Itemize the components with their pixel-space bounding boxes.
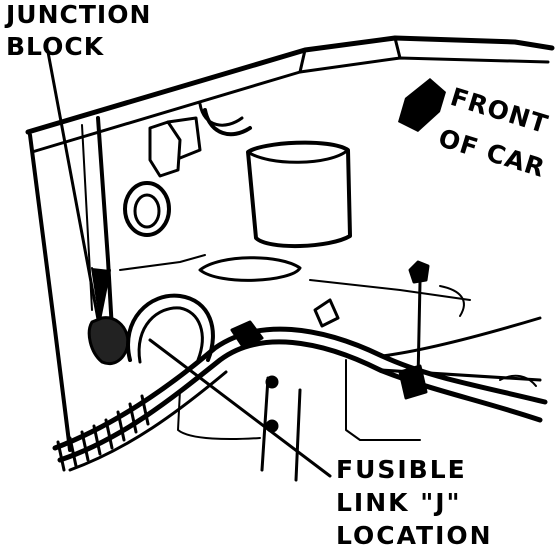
junction-block-label-line1: JUNCTION	[6, 0, 152, 29]
fusible-link-label-line3: LOCATION	[336, 521, 493, 546]
ground-bolt	[408, 260, 430, 284]
left-strut	[28, 133, 72, 452]
junction-block-label-line2: BLOCK	[6, 32, 105, 61]
fusible-link-pointer	[148, 338, 332, 478]
fusible-link-label-line1: FUSIBLE	[336, 455, 467, 484]
junction-block-pointer	[46, 50, 102, 332]
fluid-reservoir	[246, 140, 352, 249]
cowl-inner-edge	[30, 56, 550, 154]
wiring-harness	[52, 316, 548, 472]
arrow-pointing-front-of-car-icon	[398, 78, 446, 132]
junction-block	[87, 316, 130, 365]
fusible-link-label-line2: LINK "J"	[336, 488, 462, 517]
